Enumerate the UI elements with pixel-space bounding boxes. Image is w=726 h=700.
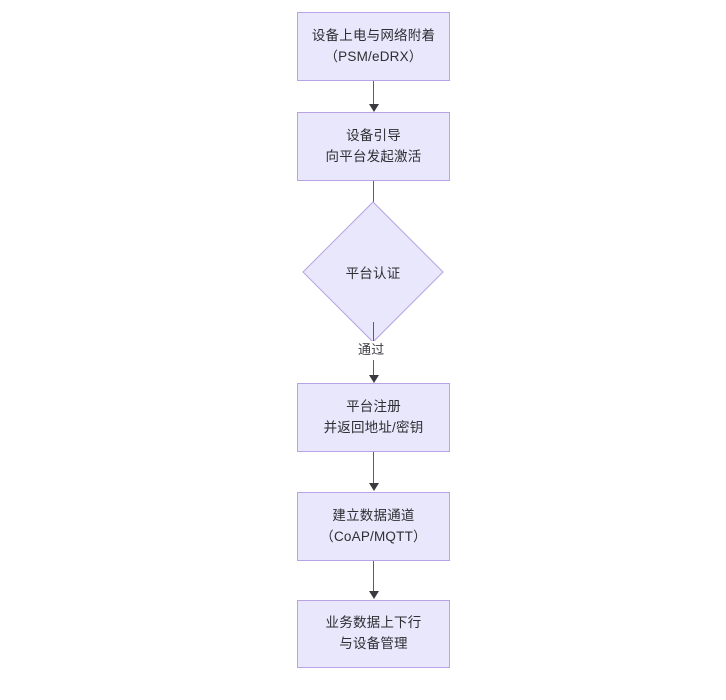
- flow-node-power-on[interactable]: 设备上电与网络附着 （PSM/eDRX）: [297, 12, 450, 81]
- flow-node-business-data[interactable]: 业务数据上下行 与设备管理: [297, 600, 450, 668]
- connector-n1-n2-arrowhead: [368, 104, 379, 112]
- connector-n2-n3: [373, 181, 374, 215]
- connector-n4-n5: [373, 452, 374, 484]
- edge-label-pass: 通过: [355, 341, 388, 360]
- flow-node-data-channel-line2: （CoAP/MQTT）: [320, 528, 427, 544]
- flow-node-business-data-line2: 与设备管理: [339, 636, 408, 651]
- flow-node-device-bootstrap-line1: 设备引导: [346, 127, 401, 143]
- flow-node-power-on-line1: 设备上电与网络附着: [311, 27, 436, 43]
- flow-node-platform-auth-label: 平台认证: [345, 266, 401, 281]
- flow-node-platform-register-line1: 平台注册: [346, 398, 401, 414]
- flow-node-platform-register[interactable]: 平台注册 并返回地址/密钥: [297, 383, 450, 452]
- connector-n5-n6-arrowhead: [368, 591, 379, 599]
- connector-n5-n6: [373, 561, 374, 592]
- connector-n1-n2: [373, 81, 374, 105]
- flow-node-platform-auth[interactable]: 平台认证: [302, 201, 444, 343]
- flow-node-device-bootstrap[interactable]: 设备引导 向平台发起激活: [297, 112, 450, 181]
- flow-node-platform-register-line2: 并返回地址/密钥: [323, 419, 424, 435]
- flow-node-power-on-line2: （PSM/eDRX）: [324, 48, 423, 64]
- flow-node-data-channel-line1: 建立数据通道: [332, 507, 415, 523]
- connector-n4-n5-arrowhead: [368, 483, 379, 491]
- flow-node-business-data-line1: 业务数据上下行: [325, 615, 422, 631]
- flow-node-data-channel[interactable]: 建立数据通道 （CoAP/MQTT）: [297, 492, 450, 561]
- flow-node-device-bootstrap-line2: 向平台发起激活: [325, 148, 422, 164]
- connector-n3-n4-arrowhead: [368, 375, 379, 383]
